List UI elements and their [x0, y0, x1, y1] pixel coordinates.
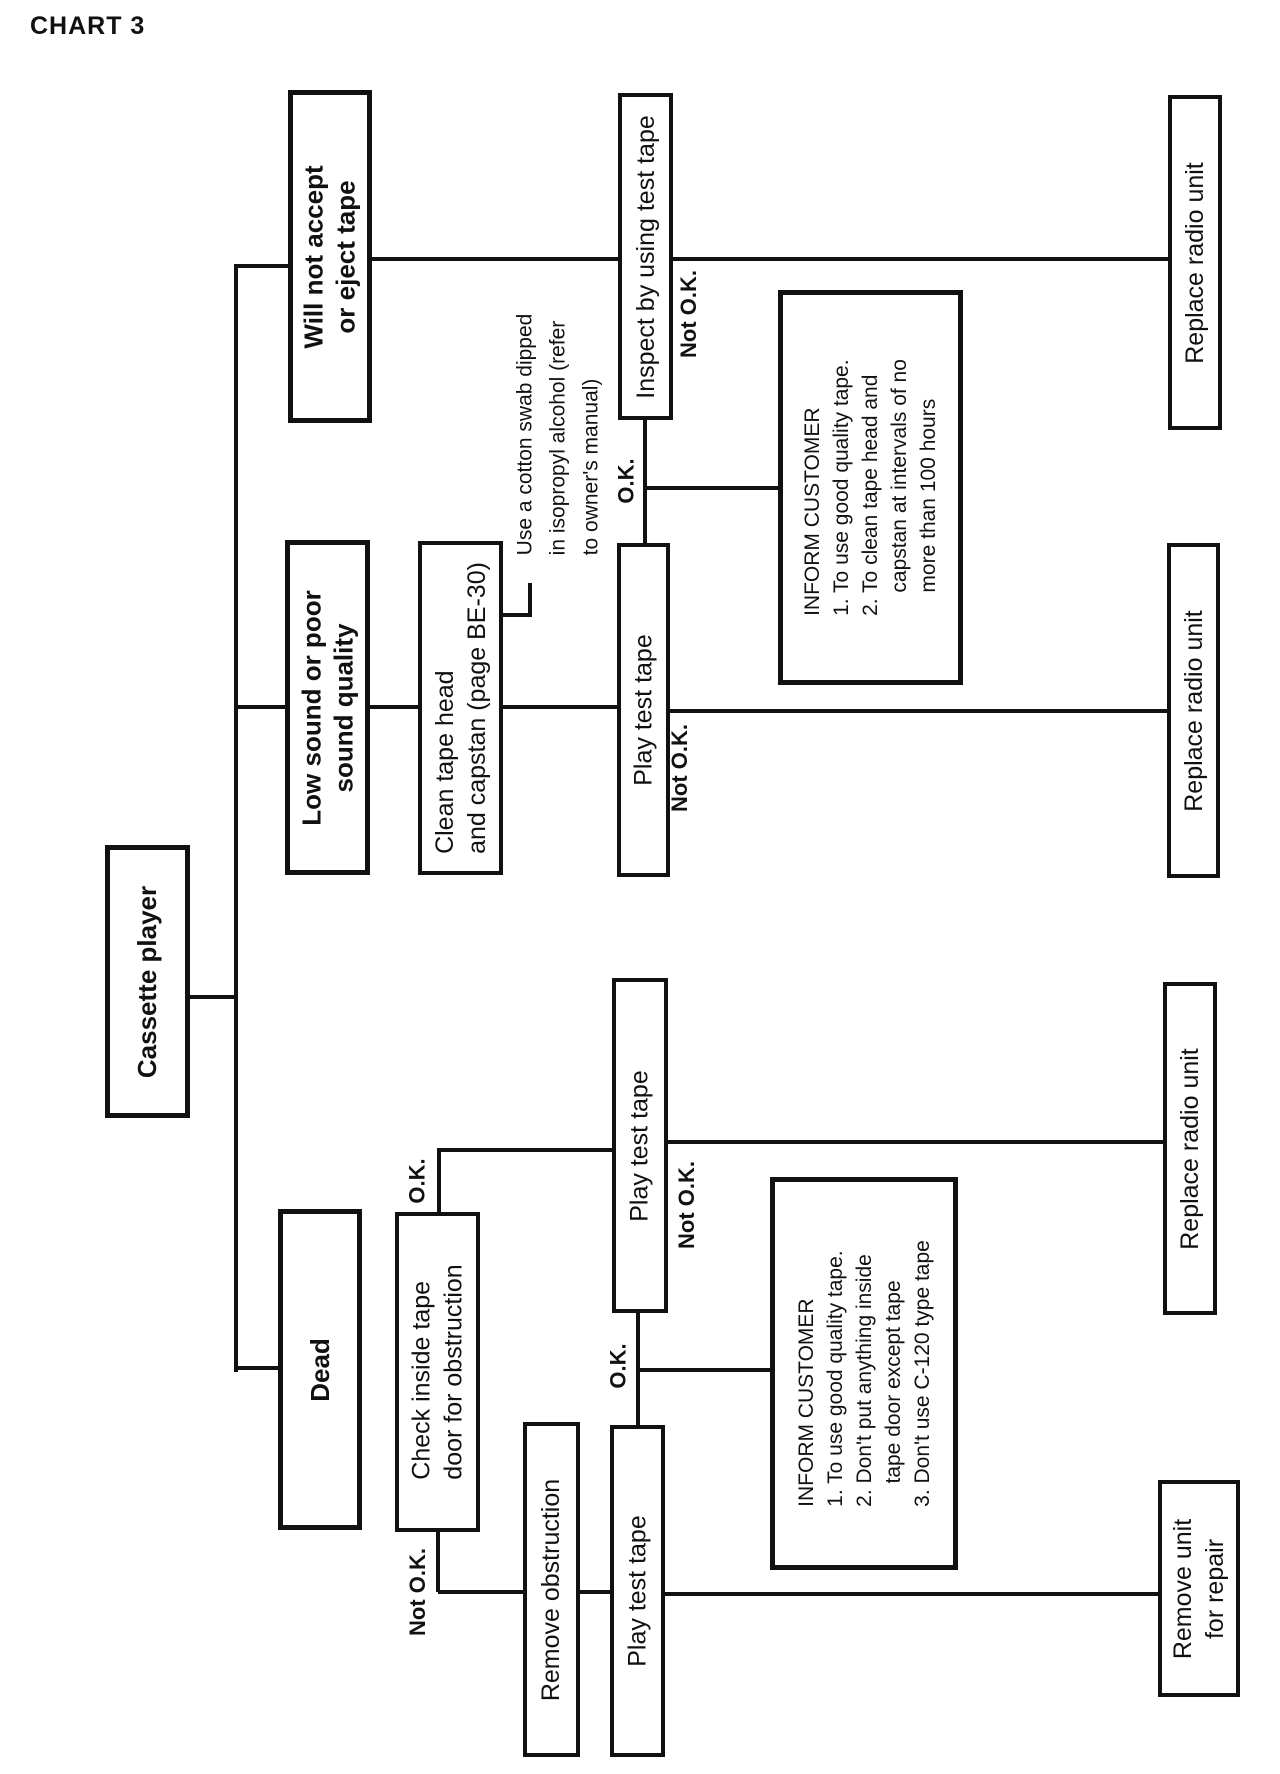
label-ok-check: O.K.: [398, 1150, 438, 1212]
node-remove-obstruction-label: Remove obstruction: [537, 1478, 566, 1701]
label-text: Not O.K.: [667, 724, 692, 812]
node-inform-customer-2: INFORM CUSTOMER 1. To use good quality t…: [770, 1177, 958, 1570]
annotation-cotton-swab: Use a cotton swab dipped in isopropyl al…: [505, 248, 611, 620]
ok-line-to-inform2: [636, 1368, 770, 1372]
play-bottom-notok-line: [665, 1592, 1158, 1596]
link-low-sound: [238, 705, 285, 709]
play-upper-notok-line: [668, 1140, 1163, 1144]
node-play-test-upper: Play test tape: [612, 978, 668, 1313]
annotation-bracket-h: [503, 613, 532, 617]
node-play-test-bottom: Play test tape: [610, 1425, 665, 1757]
label-text: Not O.K.: [676, 270, 701, 358]
node-replace-radio-mid-label: Replace radio unit: [1179, 609, 1208, 812]
check-notok-line-v: [436, 1532, 440, 1592]
node-inspect-test-tape-label: Inspect by using test tape: [631, 114, 660, 399]
node-dead-label: Dead: [304, 1337, 335, 1402]
node-remove-unit-repair: Remove unit for repair: [1158, 1480, 1240, 1697]
node-cassette-player: Cassette player: [105, 845, 190, 1118]
label-text: O.K.: [606, 1343, 632, 1389]
node-replace-radio-top-label: Replace radio unit: [1181, 161, 1210, 364]
label-text: O.K.: [614, 458, 640, 504]
node-inform-customer-1-label: INFORM CUSTOMER 1. To use good quality t…: [801, 359, 940, 616]
label-not-ok-check: Not O.K.: [398, 1540, 438, 1644]
node-check-inside-door: Check inside tape door for obstruction: [395, 1212, 480, 1532]
link-dead: [238, 1366, 278, 1370]
annotation-cotton-swab-text: Use a cotton swab dipped in isopropyl al…: [513, 313, 603, 555]
check-ok-line-v: [437, 1150, 441, 1212]
label-ok-play: O.K.: [600, 1335, 638, 1397]
node-clean-tape-head: Clean tape head and capstan (page BE-30): [418, 541, 503, 875]
annotation-bracket-v: [528, 583, 532, 617]
label-not-ok-play-upper: Not O.K.: [668, 1150, 706, 1260]
node-inform-customer-2-label: INFORM CUSTOMER 1. To use good quality t…: [794, 1240, 934, 1507]
trunk-line: [234, 264, 238, 1372]
node-inform-customer-1: INFORM CUSTOMER 1. To use good quality t…: [778, 290, 963, 685]
check-notok-line-h: [438, 1590, 523, 1594]
node-replace-radio-mid: Replace radio unit: [1167, 543, 1220, 878]
node-check-inside-door-label: Check inside tape door for obstruction: [407, 1264, 468, 1480]
node-play-test-upper-label: Play test tape: [626, 1069, 655, 1222]
node-remove-unit-repair-label: Remove unit for repair: [1169, 1518, 1230, 1659]
inspect-ok-line-v: [643, 420, 647, 543]
node-inspect-test-tape: Inspect by using test tape: [618, 93, 673, 420]
link-cassette: [190, 995, 234, 999]
node-clean-tape-head-label: Clean tape head and capstan (page BE-30): [430, 562, 491, 854]
label-text: Not O.K.: [674, 1161, 699, 1249]
node-play-test-mid: Play test tape: [617, 543, 670, 877]
label-not-ok-play-mid: Not O.K.: [661, 713, 699, 823]
link-inspect: [372, 257, 618, 261]
label-text: Not O.K.: [405, 1548, 430, 1636]
node-will-not-accept: Will not accept or eject tape: [288, 90, 372, 423]
node-play-test-bottom-label: Play test tape: [623, 1515, 652, 1667]
link-play-bottom: [580, 1590, 610, 1594]
inspect-ok-line-h: [643, 486, 778, 490]
link-will-not-accept: [238, 264, 288, 268]
node-cassette-player-label: Cassette player: [132, 885, 163, 1078]
node-remove-obstruction: Remove obstruction: [523, 1422, 580, 1757]
label-ok-inspect: O.K.: [608, 450, 646, 512]
link-play-mid: [503, 705, 617, 709]
node-play-test-mid-label: Play test tape: [629, 634, 658, 786]
label-not-ok-inspect: Not O.K.: [668, 262, 710, 366]
inspect-notok-line: [673, 257, 1168, 261]
play-mid-notok-line: [670, 709, 1167, 713]
node-will-not-accept-label: Will not accept or eject tape: [299, 164, 362, 349]
node-replace-radio-top: Replace radio unit: [1168, 95, 1222, 430]
link-clean-tape: [370, 705, 418, 709]
node-low-sound-label: Low sound or poor sound quality: [296, 589, 359, 826]
page-title: CHART 3: [30, 12, 146, 40]
check-ok-line-h: [437, 1148, 612, 1152]
node-dead: Dead: [278, 1209, 362, 1530]
node-replace-radio-bottom: Replace radio unit: [1163, 982, 1217, 1315]
label-text: O.K.: [405, 1158, 431, 1204]
node-replace-radio-bottom-label: Replace radio unit: [1176, 1047, 1205, 1250]
node-low-sound: Low sound or poor sound quality: [285, 540, 370, 875]
